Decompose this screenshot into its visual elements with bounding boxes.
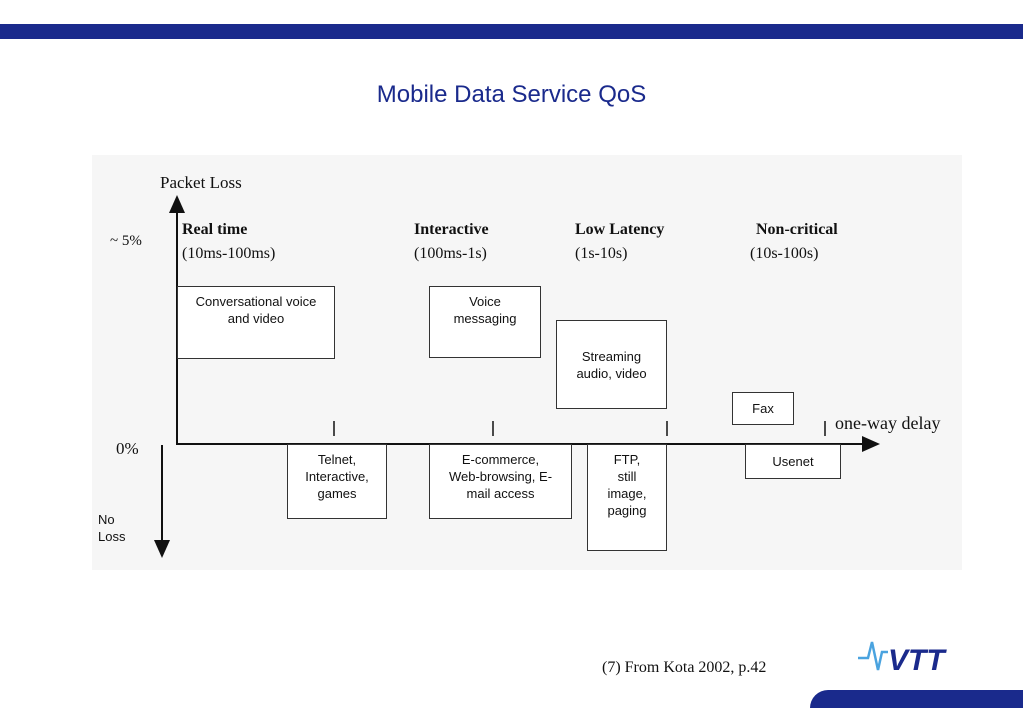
service-ftp: FTP, still image, paging bbox=[587, 444, 667, 551]
bottom-banner-shape bbox=[810, 690, 1023, 708]
category-interactive-range: (100ms-1s) bbox=[414, 245, 487, 262]
category-lowlatency-range: (1s-10s) bbox=[575, 245, 628, 262]
category-realtime-range: (10ms-100ms) bbox=[182, 245, 276, 262]
category-realtime-name: Real time bbox=[182, 221, 248, 238]
service-conversational: Conversational voice and video bbox=[177, 286, 335, 359]
category-noncritical-name: Non-critical bbox=[756, 221, 838, 238]
qos-diagram: Packet Loss ~ 5% 0% No Loss one-way dela… bbox=[92, 155, 962, 570]
y-axis-label: Packet Loss bbox=[160, 173, 242, 192]
service-usenet: Usenet bbox=[745, 444, 841, 479]
y-tick-no-loss: No Loss bbox=[98, 511, 125, 545]
source-footnote: (7) From Kota 2002, p.42 bbox=[602, 659, 767, 676]
slide-title: Mobile Data Service QoS bbox=[376, 81, 647, 108]
service-fax: Fax bbox=[732, 392, 794, 425]
logo-text: VTT bbox=[888, 644, 947, 677]
service-voice-messaging: Voice messaging bbox=[429, 286, 541, 358]
no-loss-line-1: No bbox=[98, 512, 115, 527]
category-lowlatency-name: Low Latency bbox=[575, 221, 665, 238]
service-streaming: Streaming audio, video bbox=[556, 320, 667, 409]
service-ecommerce: E-commerce, Web-browsing, E- mail access bbox=[429, 444, 572, 519]
y-tick-high: ~ 5% bbox=[110, 233, 142, 249]
category-noncritical-range: (10s-100s) bbox=[750, 245, 819, 262]
vtt-logo: VTT bbox=[858, 641, 947, 677]
top-banner-bar bbox=[0, 24, 1023, 39]
no-loss-line-2: Loss bbox=[98, 529, 126, 544]
x-axis-label: one-way delay bbox=[835, 413, 941, 433]
category-interactive-name: Interactive bbox=[414, 221, 489, 238]
service-telnet: Telnet, Interactive, games bbox=[287, 444, 387, 519]
y-tick-zero: 0% bbox=[116, 439, 139, 458]
